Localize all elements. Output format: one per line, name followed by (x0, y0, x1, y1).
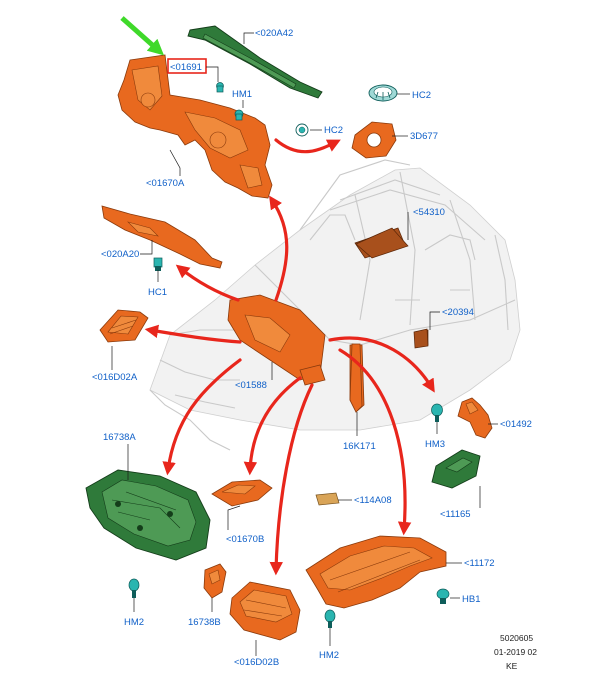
location-arrows (144, 138, 435, 576)
part-114a08-pad[interactable] (315, 492, 340, 506)
part-labels: <020A42 <01691 HM1 HC2 HC2 3D677 <01670A… (92, 28, 532, 668)
part-20394-panel[interactable] (413, 328, 429, 349)
footer-code: KE (506, 661, 518, 671)
label-hm3[interactable]: HM3 (425, 439, 445, 450)
label-hb1[interactable]: HB1 (462, 594, 480, 605)
part-016d02a-pad[interactable] (99, 309, 149, 343)
label-016d02b[interactable]: <016D02B (234, 657, 279, 668)
part-01670b-insulator[interactable] (211, 479, 273, 507)
part-3d677-grommet[interactable] (351, 121, 397, 159)
label-11165[interactable]: <11165 (440, 509, 471, 520)
part-11172-insulator[interactable] (305, 535, 447, 609)
clip-hm2-left-icon[interactable] (128, 578, 140, 598)
label-01670b[interactable]: <01670B (226, 534, 264, 545)
label-hc2-top[interactable]: HC2 (412, 90, 431, 101)
part-16738a-hood-insulator[interactable] (85, 469, 211, 561)
label-16k171[interactable]: 16K171 (343, 441, 376, 452)
label-20394[interactable]: <20394 (442, 307, 474, 318)
label-020a42[interactable]: <020A42 (255, 28, 293, 39)
label-hc2-mid[interactable]: HC2 (324, 125, 343, 136)
label-016d02a[interactable]: <016D02A (92, 372, 138, 383)
label-114a08[interactable]: <114A08 (354, 495, 392, 506)
part-16738b-insulator[interactable] (203, 563, 227, 599)
clip-hc2-large-icon[interactable] (368, 84, 398, 102)
part-01670a-dash-insulator[interactable] (117, 54, 273, 199)
green-indicator-arrow (120, 16, 164, 56)
part-016d02b-pad[interactable] (229, 581, 301, 641)
footer-diagram-number: 5020605 (500, 633, 533, 643)
part-16k171-pillar-insulator[interactable] (349, 343, 363, 413)
clip-01691-icon[interactable] (216, 82, 224, 93)
part-020a20-insulator[interactable] (101, 205, 223, 269)
part-54310-roof-insulator[interactable] (355, 227, 409, 259)
label-01492[interactable]: <01492 (500, 419, 532, 430)
part-11165-bracket[interactable] (431, 449, 481, 489)
label-hc1[interactable]: HC1 (148, 287, 167, 298)
diagram-footer: 5020605 01-2019 02 KE (494, 633, 537, 671)
clip-hm1-icon[interactable] (234, 109, 244, 121)
part-01492-bracket[interactable] (457, 397, 493, 439)
clip-hc1-icon[interactable] (153, 257, 163, 271)
label-hm2-left[interactable]: HM2 (124, 617, 144, 628)
label-54310[interactable]: <54310 (413, 207, 445, 218)
clip-hm2-right-icon[interactable] (324, 609, 336, 628)
label-16738b[interactable]: 16738B (188, 617, 221, 628)
label-020a20[interactable]: <020A20 (101, 249, 139, 260)
clip-hc2-small-icon[interactable] (295, 123, 309, 137)
clip-hm3-icon[interactable] (431, 403, 443, 422)
clip-hb1-icon[interactable] (436, 588, 450, 604)
label-16738a[interactable]: 16738A (103, 432, 136, 443)
leader-lines (111, 32, 498, 656)
label-01588[interactable]: <01588 (235, 380, 267, 391)
label-3d677[interactable]: 3D677 (410, 131, 438, 142)
label-11172[interactable]: <11172 (464, 558, 495, 569)
label-hm2-right[interactable]: HM2 (319, 650, 339, 661)
footer-date: 01-2019 02 (494, 647, 537, 657)
highlight-box-01691 (167, 58, 207, 74)
label-01691[interactable]: <01691 (170, 62, 202, 73)
label-01670a[interactable]: <01670A (146, 178, 185, 189)
part-020a42-cowl-seal[interactable] (187, 25, 323, 99)
label-hm1[interactable]: HM1 (232, 89, 252, 100)
vehicle-body-outline (149, 159, 521, 451)
